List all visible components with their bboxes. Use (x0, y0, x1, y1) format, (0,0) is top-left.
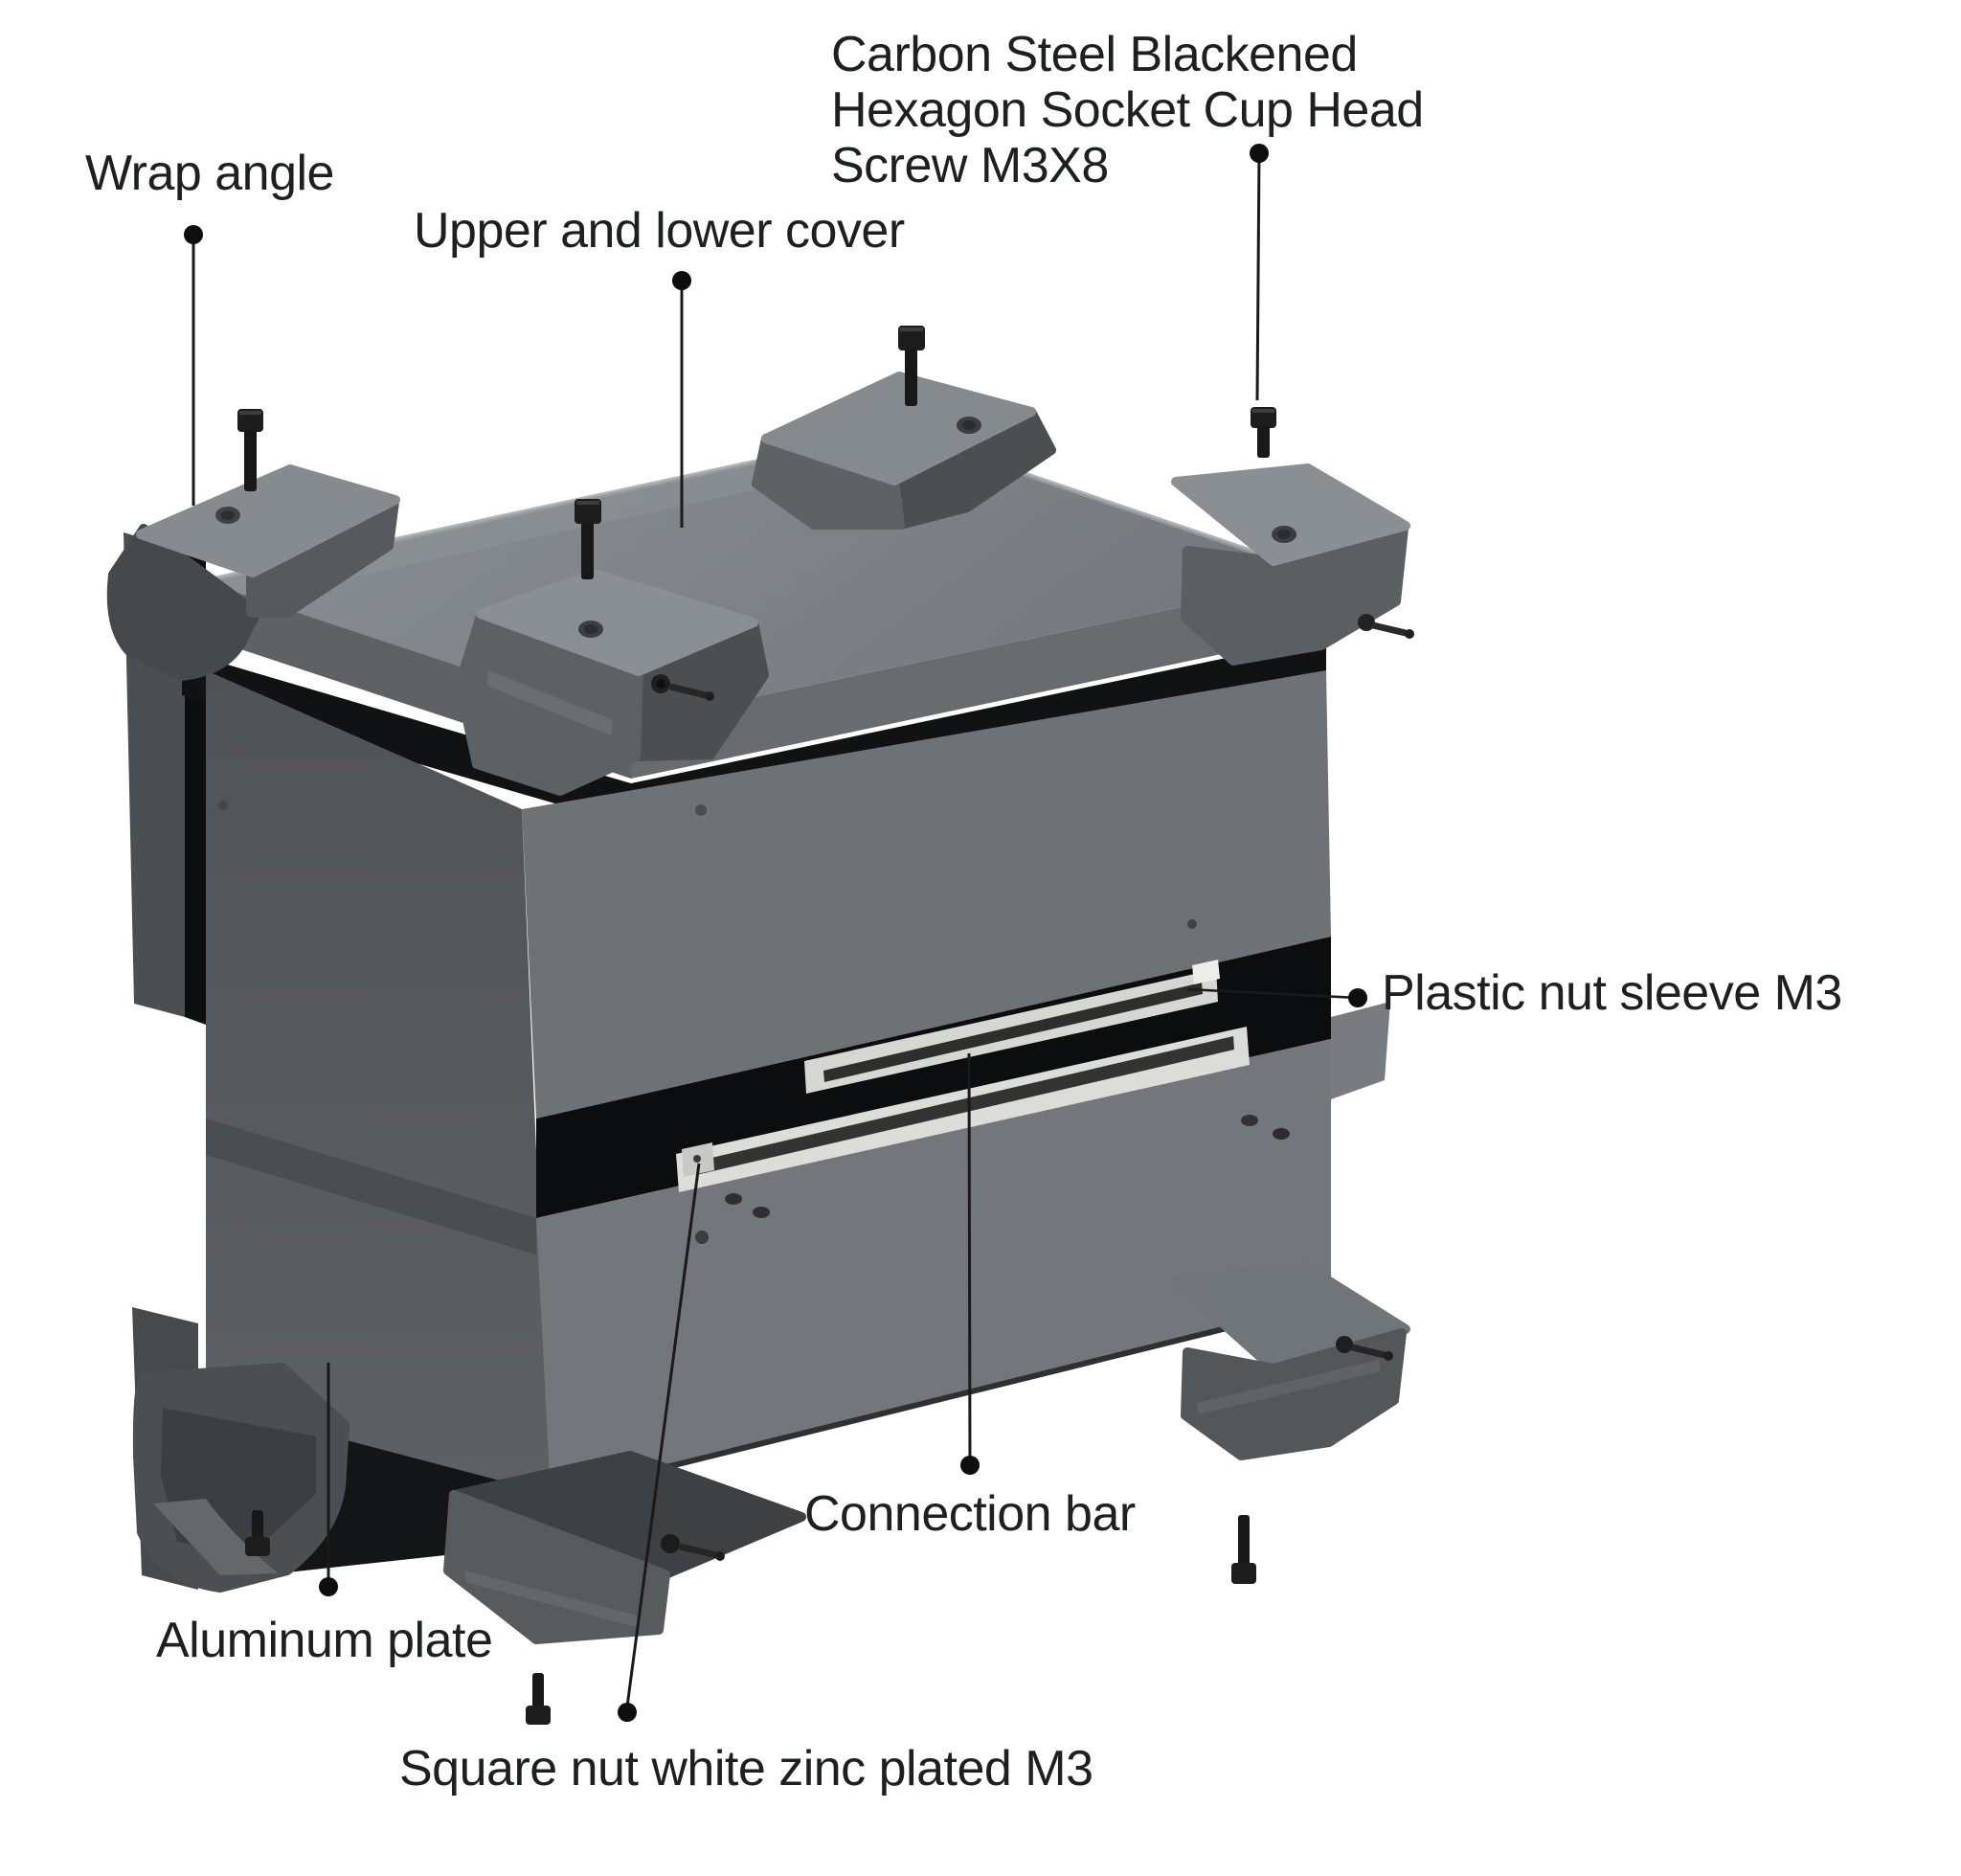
upper-bar-slot (823, 983, 1203, 1082)
screw-bottom-right (1231, 1515, 1256, 1584)
left-side-panel (206, 670, 551, 1494)
label-aluminum-plate: Aluminum plate (156, 1613, 493, 1668)
wrap-angle-bottom-center (443, 1451, 806, 1644)
leader-square-nut (618, 1163, 701, 1722)
lower-panel-hole (695, 1231, 709, 1244)
label-wrap-angle: Wrap angle (85, 146, 334, 201)
front-panel-hole (695, 804, 707, 816)
screw-top-right (1251, 407, 1276, 458)
label-screw: Carbon Steel Blackened Hexagon Socket Cu… (831, 27, 1424, 194)
label-square-nut: Square nut white zinc plated M3 (399, 1741, 1093, 1797)
label-connection-bar: Connection bar (804, 1486, 1136, 1542)
lower-panel-pin (725, 1193, 742, 1205)
screws (237, 326, 1276, 1725)
front-panel-hole-2 (1187, 919, 1197, 929)
corner-guards (106, 372, 1414, 1644)
left-face-gap-band (206, 1119, 536, 1254)
label-screw-line1: Carbon Steel Blackened (831, 27, 1358, 82)
label-screw-line3: Screw M3X8 (831, 138, 1109, 194)
label-plastic-nut-sleeve: Plastic nut sleeve M3 (1382, 965, 1842, 1021)
lower-panel-pin-3 (1241, 1115, 1258, 1126)
screw-top-center (898, 326, 925, 406)
lower-panel-bottom-edge (550, 1300, 1332, 1499)
wrap-angle-front (455, 569, 769, 796)
leader-connection-bar (960, 1052, 980, 1475)
leader-wrap-angle (184, 225, 203, 506)
leader-lines (184, 144, 1367, 1722)
lower-panel-pin-4 (1273, 1128, 1290, 1140)
leader-screw (1250, 144, 1269, 401)
cover-front-right-face (631, 576, 1326, 779)
wrap-angle-top-right (1171, 463, 1414, 666)
wrap-angle-top-left (106, 464, 400, 681)
screw-bottom-center (526, 1673, 551, 1725)
wrap-angle-bottom-left (132, 1363, 349, 1593)
wrap-angle-bottom-right (1171, 1263, 1410, 1460)
label-screw-line2: Hexagon Socket Cup Head (831, 82, 1424, 139)
square-nut-hole (693, 1155, 701, 1163)
connection-bars (676, 960, 1250, 1192)
plastic-nut-sleeve-part (1192, 960, 1220, 984)
aluminum-plate-panel (536, 1039, 1331, 1496)
leader-plastic-nut (1186, 987, 1367, 1007)
left-face-hole (218, 801, 228, 810)
label-upper-and-lower-cover: Upper and lower cover (414, 203, 905, 259)
wrap-angle-back (752, 372, 1056, 530)
front-upper-panel (522, 670, 1331, 1119)
screw-top-left (237, 409, 263, 491)
leader-upper-lower-cover (672, 271, 691, 528)
leader-aluminum-plate (319, 1363, 338, 1596)
screw-on-cover (575, 499, 601, 579)
screw-bottom-left (245, 1510, 270, 1556)
lower-panel-right-end (1331, 1002, 1390, 1099)
lower-bar-slot (695, 1036, 1234, 1175)
lower-panel-pin-2 (753, 1207, 770, 1218)
